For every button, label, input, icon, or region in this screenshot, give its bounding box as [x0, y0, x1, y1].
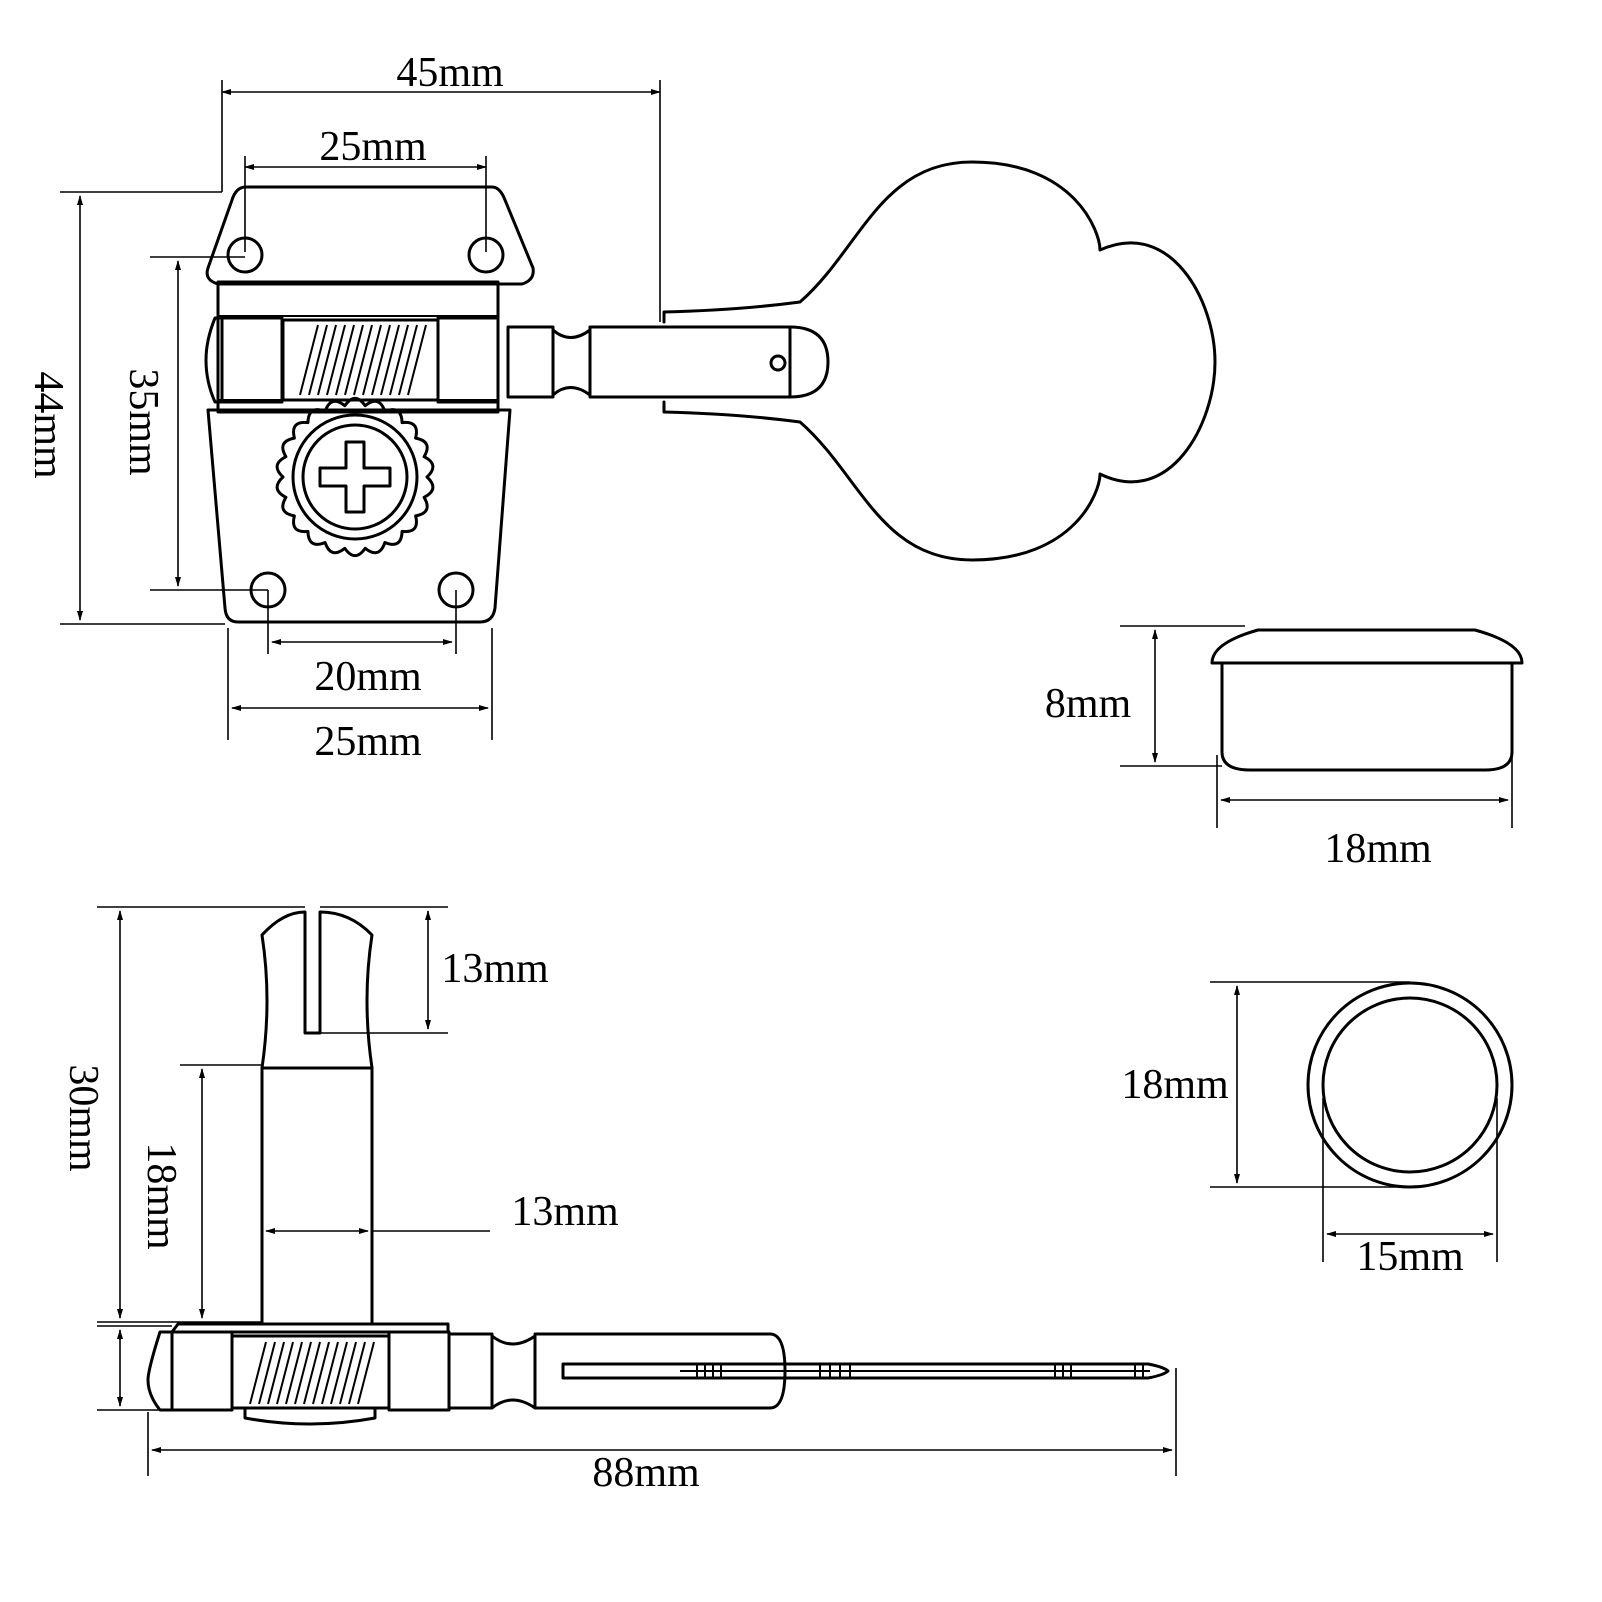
string-post-head — [260, 910, 374, 1070]
dim-30mm-label: 30mm — [60, 1064, 106, 1172]
dim-44mm-label: 44mm — [25, 371, 71, 479]
washer-plate — [170, 1322, 450, 1334]
phillips-screw-icon — [318, 440, 392, 514]
right-bearing — [436, 316, 500, 404]
side-shaft-neck — [490, 1334, 537, 1410]
worm-thread — [299, 324, 427, 396]
dim-cap-18mm-label: 18mm — [1324, 826, 1432, 872]
dim-25mm-top-label: 25mm — [319, 124, 427, 170]
dimension-lines — [60, 80, 1513, 1476]
shaft-collar — [506, 325, 555, 399]
dim-15mm-label: 15mm — [1356, 1234, 1464, 1280]
spindle — [561, 1362, 1170, 1380]
shaft-neck — [551, 328, 592, 397]
side-left-bearing — [170, 1330, 234, 1412]
string-post — [260, 1066, 374, 1326]
side-right-bearing — [387, 1330, 451, 1412]
cap-body — [1220, 661, 1514, 772]
tuner-top-view — [204, 160, 1217, 624]
bushing-inner-ring — [1321, 996, 1499, 1174]
bushing-front-view — [1306, 981, 1514, 1189]
dim-25mm-bottom-label: 25mm — [314, 719, 422, 765]
side-worm-thread — [249, 1341, 375, 1405]
tuner-side-view — [146, 910, 1170, 1426]
gear-bottom-arc — [243, 1406, 377, 1426]
base-plate-bottom — [206, 408, 512, 624]
tuner-key-button — [662, 160, 1217, 562]
shaft-end-cap — [204, 316, 224, 404]
gear-wheel — [275, 396, 435, 558]
base-plate-top — [205, 185, 535, 286]
dim-post-18mm-label: 18mm — [138, 1142, 184, 1250]
cap-top — [1210, 628, 1524, 665]
dim-88mm-label: 88mm — [592, 1450, 700, 1496]
side-collar — [447, 1332, 494, 1410]
dim-13mm-width-label: 13mm — [511, 1189, 619, 1235]
dim-20mm-label: 20mm — [314, 654, 422, 700]
bushing-outer-ring — [1306, 981, 1514, 1189]
side-end-cap — [146, 1330, 174, 1412]
dim-8mm-label: 8mm — [1045, 681, 1132, 727]
dim-bushing-18mm-label: 18mm — [1121, 1062, 1229, 1108]
dimension-labels: 45mm 25mm 44mm 35mm 20mm 25mm 8mm 18mm 3… — [25, 50, 1464, 1496]
dim-45mm-label: 45mm — [396, 50, 504, 96]
dim-13mm-top-label: 13mm — [441, 946, 549, 992]
dim-35mm-label: 35mm — [120, 368, 166, 476]
shaft — [588, 325, 792, 399]
cap-side-view — [1210, 628, 1524, 772]
left-bearing — [220, 316, 284, 404]
spindle-grooves — [696, 1364, 1144, 1378]
shaft-tip — [788, 325, 830, 399]
